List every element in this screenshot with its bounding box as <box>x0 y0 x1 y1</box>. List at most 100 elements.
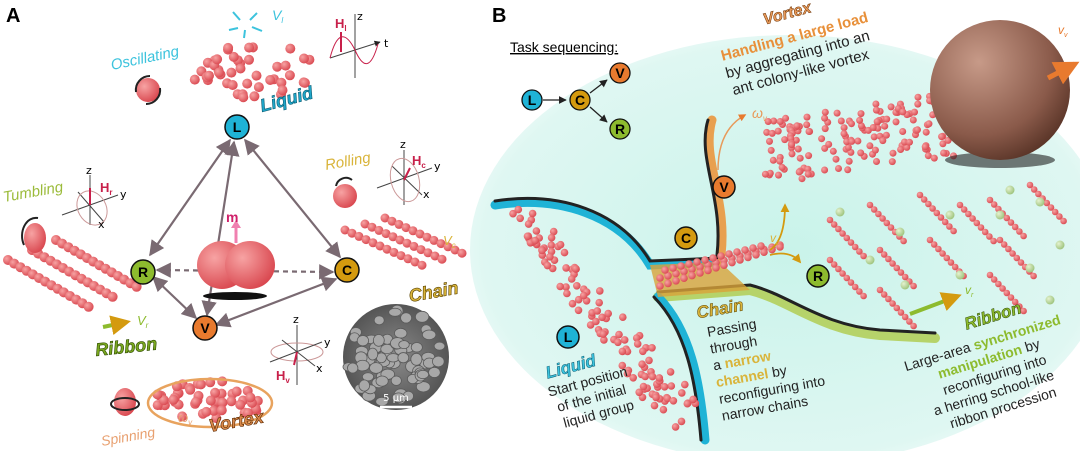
particle <box>986 196 994 204</box>
particle <box>854 137 862 145</box>
sem-grain <box>410 342 423 353</box>
particle <box>881 122 889 130</box>
sphere-velocity-label: vv <box>1058 23 1068 39</box>
node-ribbon: R <box>130 259 156 285</box>
particle <box>276 77 287 88</box>
particle <box>1016 303 1023 310</box>
svg-text:y: y <box>434 160 441 173</box>
particle <box>914 126 921 134</box>
particle <box>869 124 877 131</box>
particle <box>1007 294 1015 301</box>
particle <box>856 288 863 295</box>
particle <box>107 291 118 302</box>
particle <box>788 150 796 158</box>
particle <box>999 285 1006 292</box>
particle <box>244 42 255 53</box>
particle <box>906 318 913 325</box>
particle <box>897 146 905 153</box>
particle <box>249 91 260 102</box>
vortex-field-label: Hv <box>276 368 290 385</box>
particle <box>549 227 558 236</box>
particle <box>763 128 771 136</box>
sem-grain <box>358 379 371 392</box>
sem-grain <box>390 375 402 386</box>
particle <box>796 154 804 162</box>
particle <box>436 239 446 249</box>
particle <box>131 281 142 292</box>
particle <box>1035 190 1042 198</box>
particle <box>788 141 796 149</box>
particle <box>924 152 932 160</box>
particle <box>805 152 813 160</box>
particle <box>226 396 237 407</box>
particle <box>360 219 370 229</box>
particle <box>1017 259 1025 266</box>
particle <box>633 340 642 348</box>
particle <box>226 67 237 78</box>
liquid-particle-cluster <box>189 42 315 103</box>
particle <box>641 372 649 381</box>
svg-text:L: L <box>564 329 573 345</box>
svg-text:L: L <box>233 119 242 135</box>
particle <box>977 224 985 231</box>
particle <box>860 292 867 300</box>
particle <box>394 219 404 229</box>
particle <box>299 53 309 64</box>
particle <box>860 252 867 260</box>
particle <box>277 85 288 96</box>
particle <box>821 125 829 133</box>
panel-b: B Task sequencing: L C V R <box>470 0 1080 451</box>
particle <box>667 382 676 390</box>
particle <box>677 262 685 270</box>
particle <box>865 255 875 265</box>
spinning-label: Spinning <box>100 424 157 449</box>
particle <box>1007 219 1015 226</box>
particle <box>885 295 892 303</box>
particle <box>843 274 851 282</box>
sem-grain <box>415 310 430 323</box>
sem-grain <box>428 366 441 378</box>
chain-field-label: Hc <box>412 153 426 170</box>
particle <box>648 344 656 352</box>
particle <box>688 271 696 280</box>
particle <box>935 245 942 253</box>
particle <box>769 156 777 164</box>
particle <box>618 361 627 370</box>
svg-text:y: y <box>324 336 331 349</box>
svg-text:Hl: Hl <box>335 16 347 33</box>
sem-micrograph <box>342 304 449 410</box>
particle <box>709 254 717 262</box>
svg-text:t: t <box>384 37 389 50</box>
particle <box>659 405 668 414</box>
node-vortex: V <box>192 315 218 341</box>
particle <box>889 300 896 307</box>
particle <box>843 138 851 146</box>
svg-text:V: V <box>719 179 729 195</box>
particle <box>872 106 880 114</box>
particle <box>939 140 947 148</box>
particle <box>882 131 890 139</box>
moment-label: m <box>226 209 238 225</box>
particle <box>437 254 447 264</box>
particle <box>574 306 583 315</box>
particle <box>757 242 765 250</box>
particle <box>833 109 841 117</box>
particle <box>547 233 556 242</box>
particle <box>825 140 833 148</box>
node-b-liquid: L <box>556 325 580 349</box>
particle <box>168 394 179 405</box>
chain-label: Chain <box>407 278 460 306</box>
ribbon-label: Ribbon <box>94 334 158 360</box>
sem-grain <box>394 327 408 339</box>
particle <box>873 118 881 126</box>
particle <box>546 252 554 261</box>
particle <box>696 269 704 277</box>
particle <box>848 137 856 145</box>
svg-text:x: x <box>423 188 430 201</box>
svg-text:R: R <box>615 121 625 137</box>
svg-text:z: z <box>293 313 299 326</box>
particle <box>639 382 648 391</box>
particle <box>835 225 842 233</box>
particle <box>914 100 922 108</box>
particle <box>661 266 669 274</box>
